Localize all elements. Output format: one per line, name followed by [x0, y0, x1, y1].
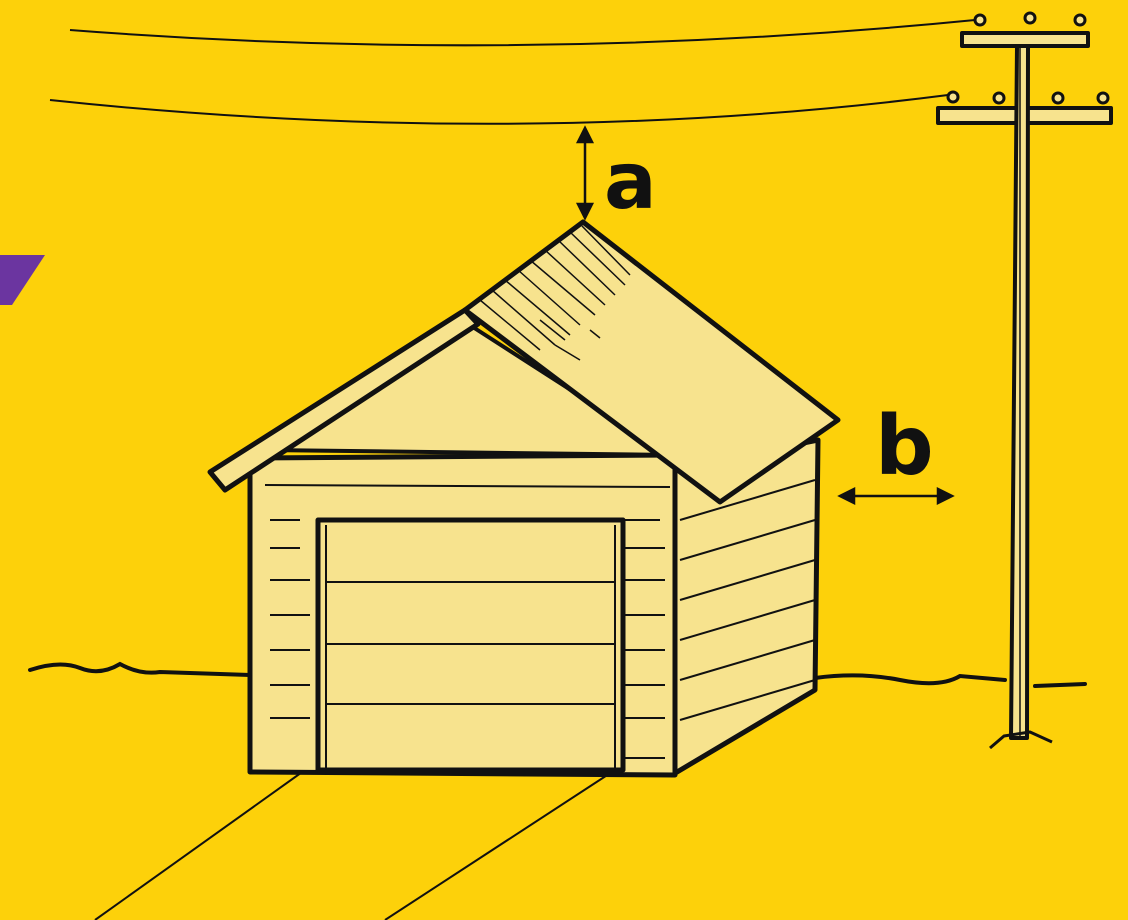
- label-b: b: [875, 399, 934, 494]
- label-a: a: [604, 137, 657, 227]
- garage-door: [318, 520, 623, 770]
